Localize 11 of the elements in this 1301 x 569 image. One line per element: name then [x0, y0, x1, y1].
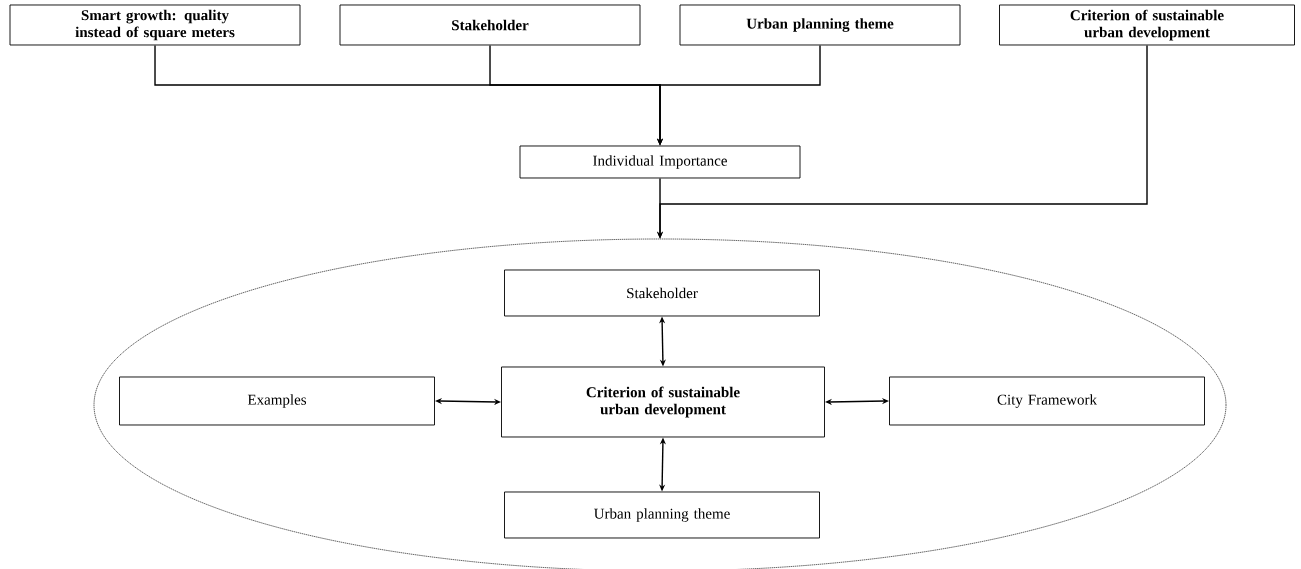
process-box: Examples — [119, 376, 435, 426]
ellipse-outline — [93, 238, 1227, 569]
process-box: Urban planning theme — [504, 491, 820, 539]
process-box: City Framework — [889, 376, 1205, 426]
process-box: Criterion of sustainable urban development — [999, 4, 1295, 46]
process-box: Stakeholder — [504, 269, 820, 317]
process-box: Individual Importance — [519, 145, 801, 179]
process-box: Smart growth: quality instead of square meters — [9, 4, 301, 46]
process-box: Urban planning theme — [679, 4, 961, 46]
process-box: Criterion of sustainable urban development — [501, 366, 825, 438]
process-box: Stakeholder — [339, 4, 641, 46]
